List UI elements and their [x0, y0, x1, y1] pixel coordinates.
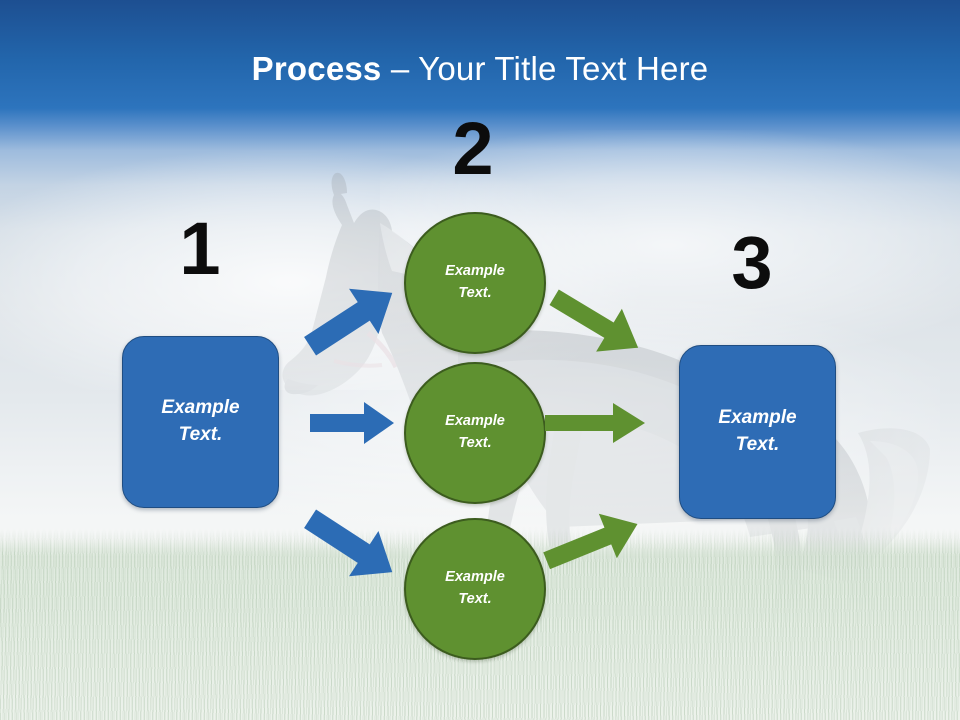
end-box[interactable]: Example Text.	[679, 345, 836, 519]
step-number-2: 2	[452, 107, 494, 190]
blue-arrow-down-right-icon	[300, 505, 405, 587]
green-circle-top-label: Example Text.	[445, 263, 505, 301]
green-arrow-up-right-icon	[541, 502, 646, 582]
page-title: Process – Your Title Text Here	[0, 50, 960, 88]
step-number-1: 1	[179, 207, 221, 290]
green-circle-middle-label: Example Text.	[445, 413, 505, 451]
green-circle-bottom-label: Example Text.	[445, 569, 505, 607]
step-number-3: 3	[731, 221, 773, 304]
start-box-label: Example Text.	[161, 397, 240, 445]
green-circle-middle[interactable]: Example Text.	[404, 362, 546, 504]
page-title-rest: – Your Title Text Here	[381, 50, 709, 87]
start-box[interactable]: Example Text.	[122, 336, 279, 508]
page-title-bold: Process	[251, 50, 382, 87]
green-circle-top[interactable]: Example Text.	[404, 212, 546, 354]
green-circle-bottom[interactable]: Example Text.	[404, 518, 546, 660]
end-box-label: Example Text.	[718, 407, 797, 455]
green-arrow-down-right-icon	[545, 282, 650, 364]
blue-arrow-right-icon	[308, 400, 396, 446]
blue-arrow-up-right-icon	[300, 278, 405, 360]
green-arrow-right-icon	[543, 400, 647, 446]
